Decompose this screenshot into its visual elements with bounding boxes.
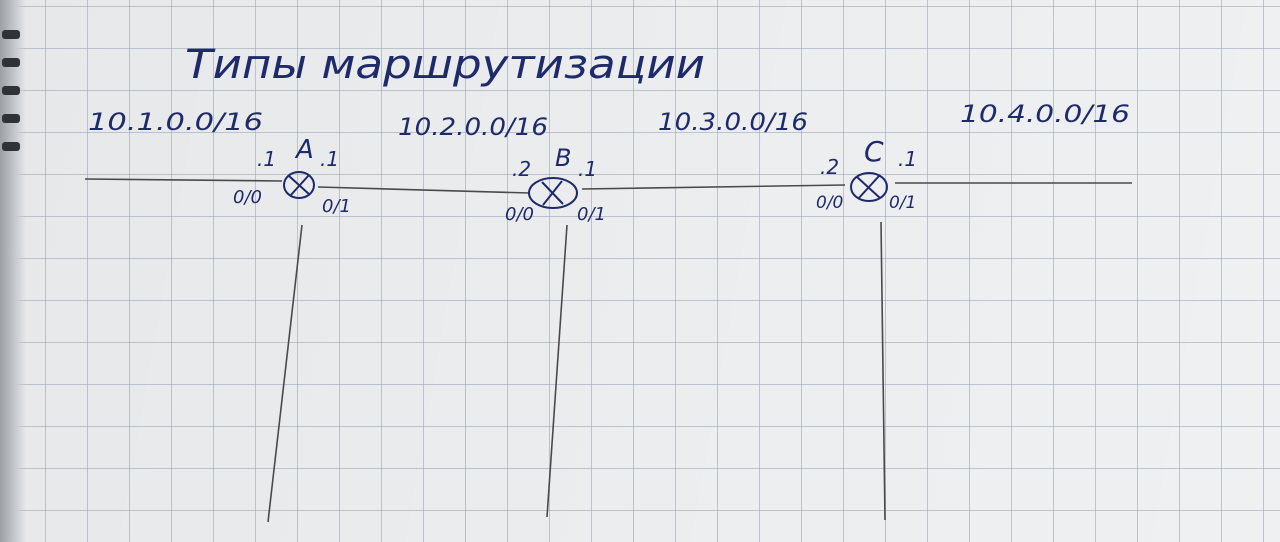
network-label-4: 10.4.0.0/16 [960, 100, 1130, 128]
network-label-2: 10.2.0.0/16 [398, 113, 548, 141]
network-label-1: 10.1.0.0/16 [88, 108, 263, 136]
router-c-name: C [864, 135, 884, 168]
network-bus-line [84, 178, 1132, 194]
diagram-title: Типы маршрутизации [185, 42, 705, 88]
router-c-left-iface: 0/0 [816, 193, 843, 213]
router-c-right-iface: 0/1 [889, 193, 916, 213]
router-c-drop-line [880, 221, 886, 521]
router-b-right-iface: 0/1 [577, 204, 606, 225]
router-b-left-host: .2 [512, 157, 531, 181]
router-a-drop-line [267, 224, 303, 523]
router-c-right-host: .1 [898, 147, 917, 171]
router-a-left-iface: 0/0 [233, 187, 262, 208]
notebook-spiral [0, 0, 26, 542]
router-b-right-host: .1 [578, 157, 597, 181]
router-a-left-host: .1 [257, 147, 276, 171]
router-a-right-host: .1 [320, 147, 339, 171]
router-a-name: A [294, 135, 314, 165]
router-a-icon [283, 171, 315, 199]
router-b-left-iface: 0/0 [505, 204, 534, 225]
router-b-drop-line [546, 224, 568, 518]
router-c-icon [850, 172, 888, 202]
router-c-left-host: .2 [820, 155, 839, 179]
network-label-3: 10.3.0.0/16 [658, 108, 808, 136]
router-a-right-iface: 0/1 [322, 196, 351, 217]
router-b-icon [528, 177, 578, 209]
router-b-name: B [555, 144, 571, 172]
